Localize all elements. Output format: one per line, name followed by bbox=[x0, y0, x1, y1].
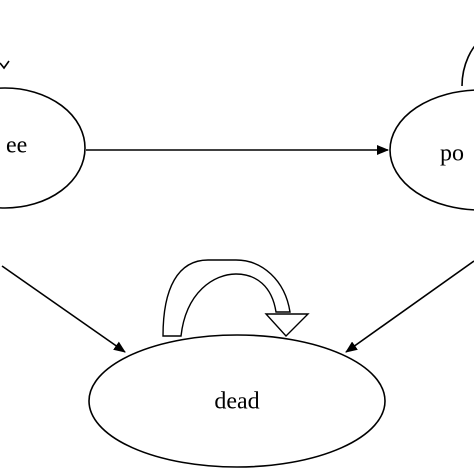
self-loop-dead bbox=[162, 259, 291, 337]
state-node-dead-label: dead bbox=[214, 389, 259, 415]
state-node-positive: po bbox=[389, 89, 474, 211]
state-node-free-shape bbox=[0, 87, 86, 209]
self-loop-dead-arrowhead bbox=[264, 313, 310, 338]
self-loop-free-arrowhead bbox=[0, 60, 10, 70]
state-node-free-label: ee bbox=[6, 133, 27, 159]
edge-free-to-dead bbox=[1, 265, 126, 353]
state-node-dead-shape bbox=[88, 334, 386, 468]
state-node-dead: dead bbox=[88, 334, 386, 468]
edge-positive-to-dead bbox=[345, 260, 474, 353]
state-node-positive-shape bbox=[389, 89, 474, 211]
self-loop-positive bbox=[461, 45, 474, 87]
state-node-free: ee bbox=[0, 87, 86, 209]
state-node-positive-label: po bbox=[440, 141, 464, 167]
